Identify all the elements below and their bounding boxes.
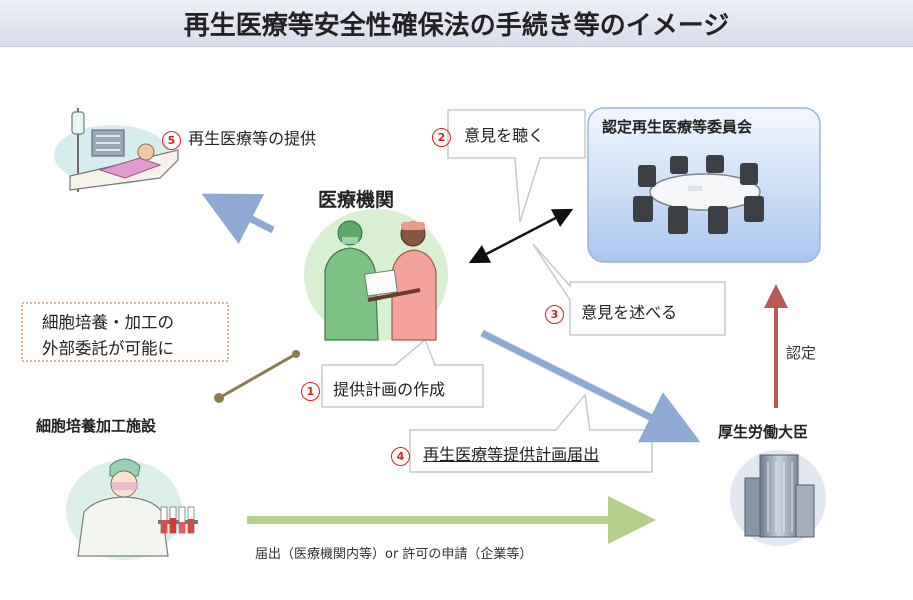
building-icon [730,450,826,546]
step-1: 1 提供計画の作成 [301,376,445,401]
step-4-number: 4 [391,447,410,466]
step-2-label: 意見を聴く [464,126,545,145]
test-tubes-icon [158,506,198,534]
medical-staff-icon [304,209,448,341]
node-minister: 厚生労働大臣 [718,423,809,441]
step-2-number: 2 [432,128,451,147]
step-3-label: 意見を述べる [581,303,678,322]
step-5-label: 再生医療等の提供 [188,129,317,148]
note-line-1: 細胞培養・加工の [42,313,174,332]
step-3: 3 意見を述べる [545,299,677,324]
bubble-listen [447,109,586,223]
conference-table-icon [633,155,764,234]
note-line-2: 外部委託が可能に [42,339,174,358]
node-committee: 認定再生医療等委員会 [602,118,753,136]
page-title: 再生医療等安全性確保法の手続き等のイメージ [183,11,730,41]
lab-worker-icon [66,458,198,560]
note-box [21,302,229,362]
step-3-number: 3 [545,305,564,324]
step-5-number: 5 [162,131,181,150]
step-2: 2 意見を聴く [432,122,544,147]
patient-bed-icon [54,108,179,192]
node-cell-facility: 細胞培養加工施設 [36,417,157,435]
step-4: 4 再生医療等提供計画届出 [391,441,599,466]
arrow-bidirectional [468,208,574,264]
step-5: 5 再生医療等の提供 [162,125,316,150]
title-bar [0,0,913,47]
arrow-to-minister [480,329,701,443]
step-1-number: 1 [301,382,320,401]
arrow-to-patient [201,193,275,244]
label-certification: 認定 [786,344,817,362]
label-notification: 届出（医療機関内等）or 許可の申請（企業等） [255,547,533,562]
node-medical-institution: 医療機関 [318,189,395,211]
step-4-label: 再生医療等提供計画届出 [423,445,600,464]
connector-line [218,352,297,400]
step-1-label: 提供計画の作成 [333,380,446,399]
bubble-state [532,243,726,336]
